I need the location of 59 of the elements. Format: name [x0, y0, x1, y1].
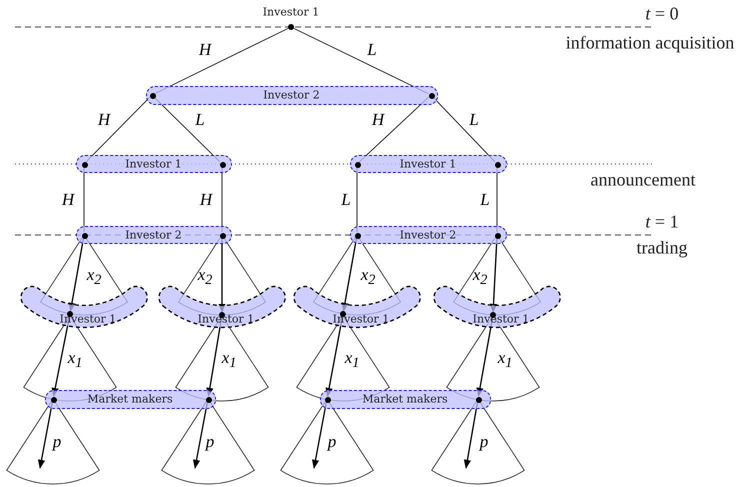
information-set-band	[76, 155, 232, 173]
information-set-band	[350, 226, 507, 244]
information-set-band	[76, 226, 232, 244]
edge-label: H	[98, 110, 110, 130]
edge-label: H	[198, 40, 212, 60]
decision-node	[429, 93, 435, 99]
decision-node	[495, 162, 501, 168]
edge-label: x$_{1}$	[222, 348, 236, 372]
decision-node	[220, 233, 226, 239]
decision-node	[495, 233, 501, 239]
player-label: Market makers	[87, 392, 173, 406]
edge-label: L	[469, 110, 479, 130]
edge-label: H	[200, 190, 212, 210]
decision-node	[325, 397, 331, 403]
edge-label: L	[480, 190, 490, 210]
edge-label: L	[341, 190, 351, 210]
player-label: Investor 1	[125, 157, 182, 170]
edge-label: x$_{1}$	[344, 348, 360, 372]
decision-node	[206, 397, 212, 403]
stage-label: information acquisition	[566, 32, 734, 54]
decision-node	[355, 162, 361, 168]
edge-label: H	[62, 190, 74, 210]
information-set-band	[320, 390, 491, 409]
edge-label: p	[206, 432, 214, 452]
information-set-band	[350, 155, 507, 173]
edge-label: x$_{2}$	[86, 264, 102, 290]
stage-label: trading	[636, 238, 688, 258]
decision-node	[150, 93, 156, 99]
edge-label: L	[195, 110, 205, 130]
edge-label: x$_{2}$	[198, 264, 212, 290]
edge-label: p	[480, 432, 488, 452]
edge-label: x$_{2}$	[472, 264, 488, 290]
decision-node	[82, 162, 88, 168]
decision-node	[476, 397, 482, 403]
player-label: Investor 1	[198, 312, 254, 326]
player-label: Investor 2	[263, 88, 320, 102]
decision-node	[82, 233, 88, 239]
edge-label: H	[372, 110, 384, 130]
information-set-band	[146, 86, 438, 105]
edge-label: x$_{2}$	[360, 264, 376, 290]
decision-node	[51, 397, 57, 403]
stage-label: t = 1	[645, 212, 679, 232]
player-label: Investor 2	[400, 228, 456, 241]
stage-label: announcement	[590, 170, 696, 190]
decision-node	[355, 233, 361, 239]
edge-label: x$_{1}$	[498, 348, 512, 372]
player-label: Investor 1	[262, 6, 320, 18]
player-label: Investor 2	[125, 228, 182, 241]
information-set-band	[45, 390, 216, 409]
player-label: Investor 1	[400, 157, 456, 170]
stage-label: t = 0	[645, 4, 679, 24]
edge-label: L	[367, 40, 377, 60]
edge-label: p	[52, 432, 62, 452]
player-label: Investor 1	[60, 312, 116, 326]
edge-label: x$_{1}$	[68, 348, 82, 372]
player-label: Market makers	[362, 392, 448, 406]
decision-node	[220, 162, 226, 168]
player-label: Investor 1	[332, 312, 390, 326]
edge-label: p	[328, 432, 336, 452]
